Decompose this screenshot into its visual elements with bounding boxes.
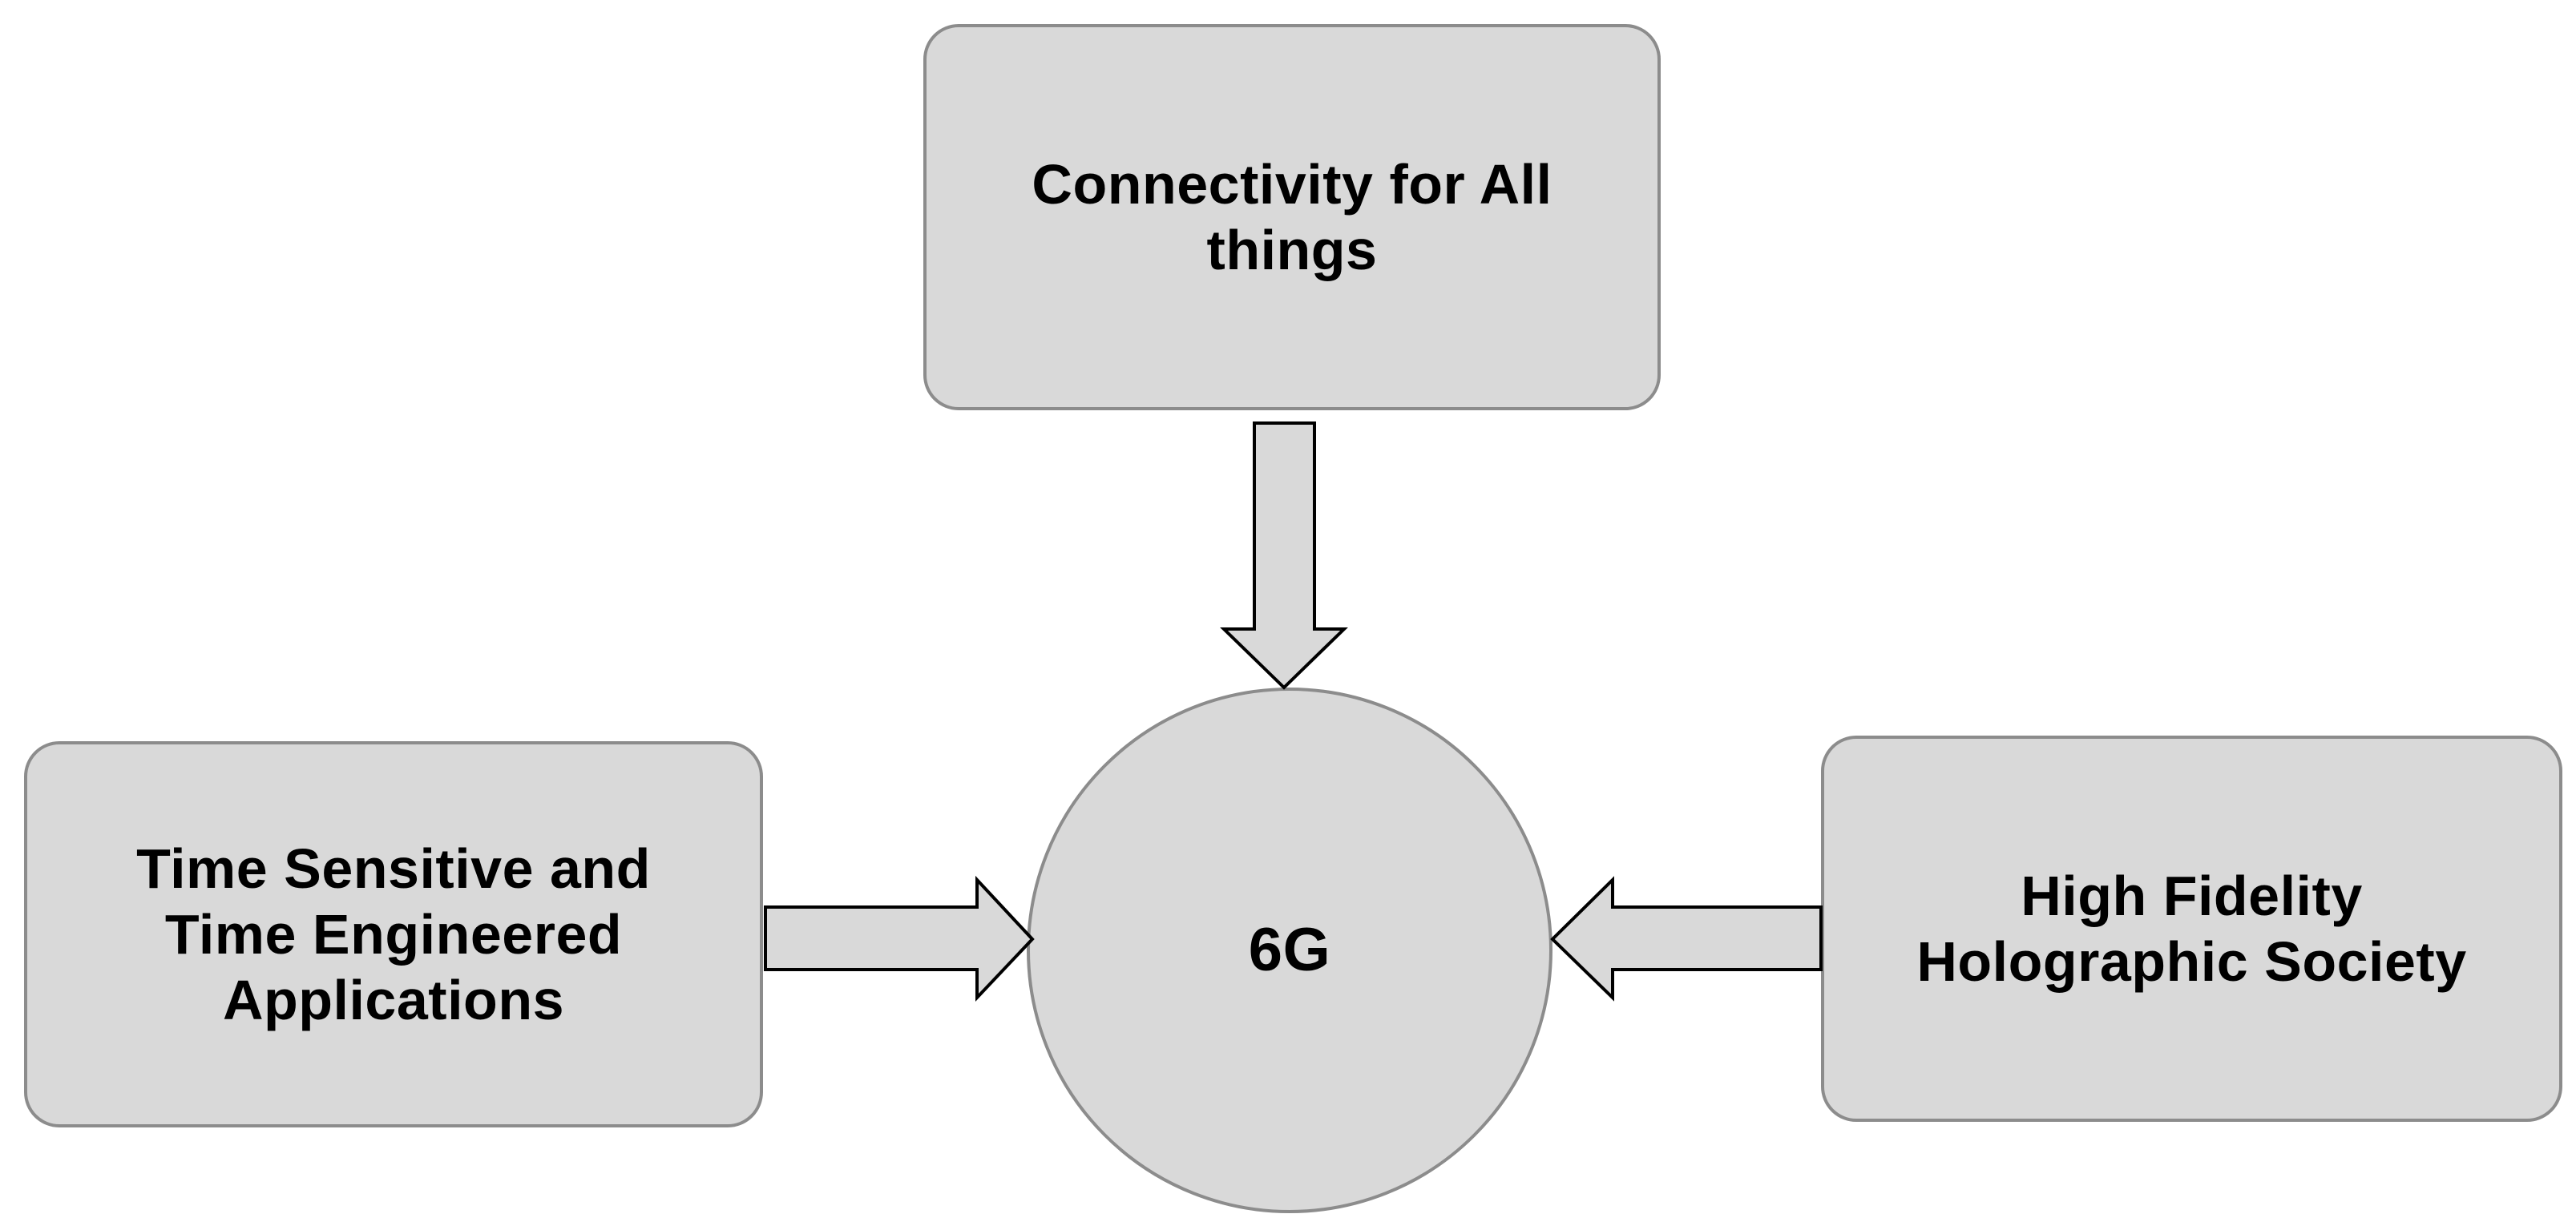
holographic-society-node: High Fidelity Holographic Society [1821,736,2562,1122]
time-sensitive-label: Time Sensitive and Time Engineered Appli… [136,837,651,1031]
time-sensitive-node: Time Sensitive and Time Engineered Appli… [24,741,763,1127]
connectivity-label: Connectivity for All things [1032,153,1552,281]
six-g-label: 6G [1248,916,1331,984]
arrow-right-to-6g [764,875,1035,1002]
connectivity-node: Connectivity for All things [923,24,1661,410]
arrow-left-to-6g [1550,876,1823,1002]
holographic-society-label: High Fidelity Holographic Society [1916,865,2467,993]
six-g-node: 6G [1027,688,1552,1213]
arrow-down-to-6g [1220,421,1348,690]
